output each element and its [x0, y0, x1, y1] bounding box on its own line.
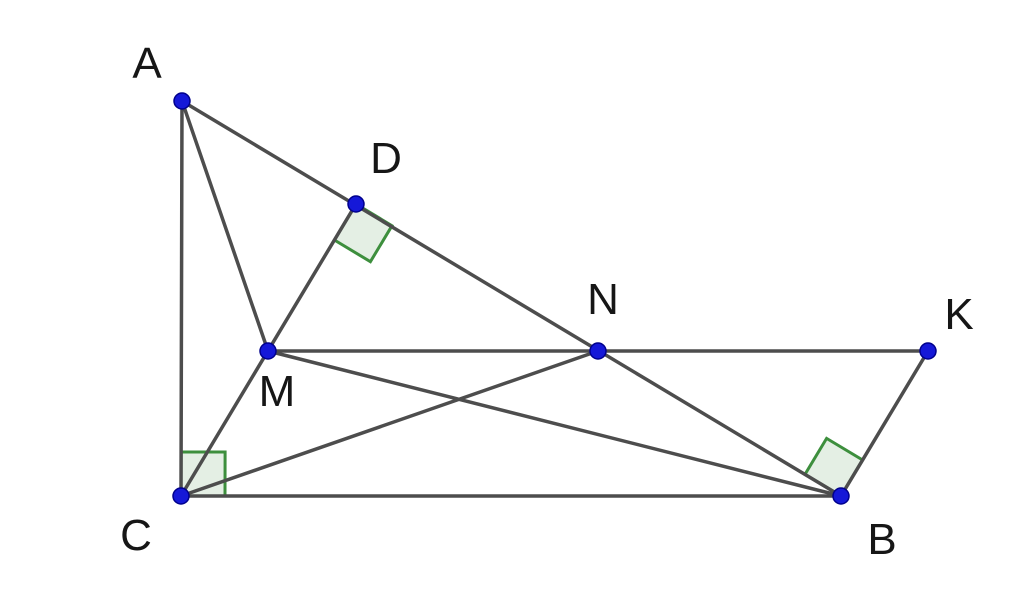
point-C[interactable]	[172, 487, 190, 505]
label-A: A	[132, 39, 162, 88]
right-angle-marker-D	[332, 201, 395, 264]
point-D[interactable]	[347, 195, 365, 213]
point-M[interactable]	[259, 342, 277, 360]
segment-AC[interactable]	[179, 99, 184, 498]
label-C: C	[120, 511, 152, 560]
label-N: N	[587, 275, 619, 324]
segment-AM[interactable]	[180, 99, 270, 353]
segment-MB[interactable]	[266, 349, 843, 498]
point-N[interactable]	[589, 342, 607, 360]
point-B[interactable]	[832, 487, 850, 505]
segment-BK[interactable]	[839, 349, 930, 498]
point-A[interactable]	[173, 92, 191, 110]
label-K: K	[944, 290, 973, 339]
label-M: M	[259, 367, 296, 416]
segment-AB[interactable]	[180, 99, 843, 498]
point-K[interactable]	[919, 342, 937, 360]
label-B: B	[867, 515, 896, 564]
segment-CN[interactable]	[179, 349, 600, 498]
label-D: D	[370, 134, 402, 183]
